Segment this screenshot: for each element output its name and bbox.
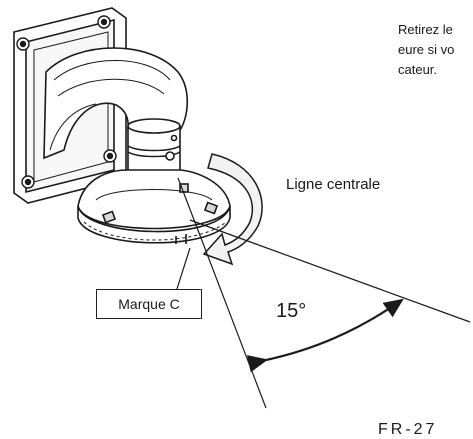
mark-c-label: Marque C <box>96 289 202 319</box>
note-line-3: cateur. <box>398 62 438 77</box>
angle-arc-arrow <box>246 298 404 373</box>
note-line-1: Retirez le <box>398 22 453 37</box>
rotated-line <box>189 219 471 323</box>
center-line-label: Ligne centrale <box>286 176 381 193</box>
mark-c-leader <box>175 247 191 293</box>
note-line-2: eure si vo <box>398 42 455 57</box>
rotation-arrow <box>202 153 263 266</box>
camera-base <box>77 169 231 244</box>
instruction-note: Retirez le eure si vo cateur. <box>398 20 473 80</box>
page-number: FR-27 <box>378 421 438 438</box>
mount-arm <box>43 47 189 160</box>
angle-label: 15° <box>276 300 307 322</box>
wall-plate-screws <box>16 15 117 189</box>
